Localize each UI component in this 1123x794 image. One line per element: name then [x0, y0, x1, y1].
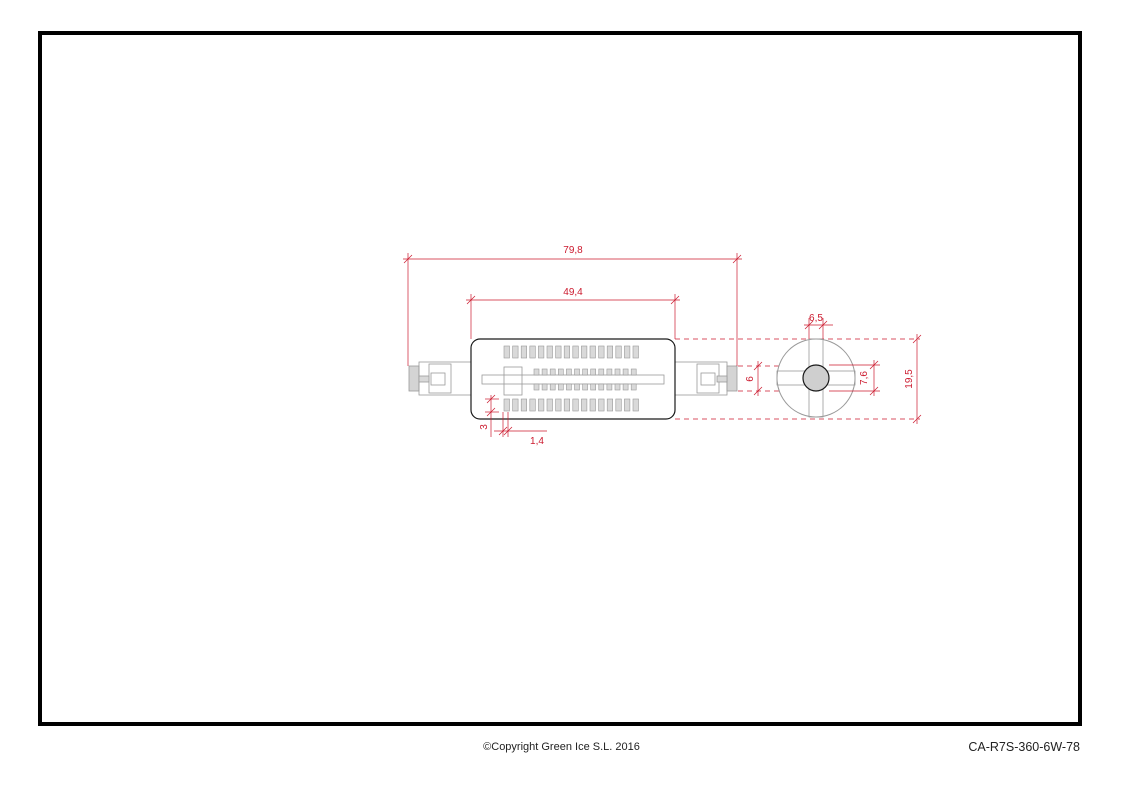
led-chip-center-lower — [557, 383, 564, 391]
led-chip-center-lower — [566, 383, 572, 391]
led-chip-center-upper — [598, 368, 605, 376]
lamp-side-view — [408, 338, 738, 420]
led-chip-center-lower — [533, 383, 540, 391]
led-chip-top — [598, 345, 605, 359]
led-chip-bottom — [589, 398, 596, 412]
dim-pin-spacing: 6 — [745, 376, 756, 382]
led-chip-top — [606, 345, 614, 359]
lamp-end-view — [776, 338, 856, 418]
led-chip-top — [503, 345, 510, 359]
led-chip-center-lower — [582, 383, 588, 391]
led-chip-bottom — [503, 398, 510, 412]
right-end-cap — [674, 361, 738, 396]
led-chip-bottom — [598, 398, 605, 412]
led-chip-bottom — [563, 398, 571, 412]
led-chip-top — [563, 345, 571, 359]
led-chip-center-upper — [606, 368, 613, 376]
drawing-frame — [38, 31, 1082, 726]
left-end-cap — [408, 361, 472, 396]
led-chip-bottom — [615, 398, 622, 412]
led-chip-top — [538, 345, 545, 359]
led-chip-center-upper — [533, 368, 540, 376]
dim-rib-width: 1,4 — [530, 436, 544, 447]
dim-rib-height: 3 — [479, 424, 490, 430]
led-chip-bottom — [512, 398, 519, 412]
led-chip-center-upper — [574, 368, 580, 376]
led-chip-center-upper — [590, 368, 597, 376]
led-chip-center-lower — [574, 383, 580, 391]
projection-lines — [675, 338, 920, 420]
led-chip-top — [512, 345, 519, 359]
led-chip-top — [589, 345, 596, 359]
led-chip-top — [520, 345, 528, 359]
led-chip-top — [632, 345, 639, 359]
dim-end-flat: 6,5 — [809, 313, 823, 324]
led-chip-center-lower — [622, 383, 629, 391]
led-rows — [503, 345, 639, 412]
led-chip-top — [529, 345, 536, 359]
end-view-contact — [802, 364, 830, 392]
led-chip-center-lower — [614, 383, 621, 391]
led-chip-bottom — [581, 398, 588, 412]
dim-overall-length: 79,8 — [563, 245, 583, 256]
led-chip-top — [581, 345, 588, 359]
led-chip-center-lower — [541, 383, 548, 391]
led-chip-bottom — [606, 398, 614, 412]
led-chip-top — [555, 345, 562, 359]
led-chip-center-upper — [557, 368, 564, 376]
led-chip-top — [546, 345, 553, 359]
part-code: CA-R7S-360-6W-78 — [968, 740, 1080, 754]
led-chip-bottom — [529, 398, 536, 412]
led-chip-center-lower — [630, 383, 637, 391]
led-chip-bottom — [538, 398, 545, 412]
led-chip-bottom — [572, 398, 579, 412]
led-chip-center-lower — [606, 383, 613, 391]
led-chip-center-upper — [582, 368, 588, 376]
dim-body-length: 49,4 — [563, 287, 583, 298]
center-bar — [481, 366, 665, 396]
dimension-lines — [403, 253, 922, 437]
copyright-notice: ©Copyright Green Ice S.L. 2016 — [483, 741, 640, 753]
led-chip-center-upper — [622, 368, 629, 376]
led-chip-center-lower — [590, 383, 597, 391]
dim-contact-diameter: 7,6 — [859, 371, 870, 385]
led-chip-top — [624, 345, 631, 359]
led-chip-top — [572, 345, 579, 359]
led-chip-bottom — [632, 398, 639, 412]
led-chip-center-lower — [598, 383, 605, 391]
led-chip-center-upper — [566, 368, 572, 376]
led-chip-bottom — [546, 398, 553, 412]
led-chip-bottom — [520, 398, 528, 412]
led-chip-center-upper — [614, 368, 621, 376]
led-chip-center-upper — [549, 368, 556, 376]
led-chip-bottom — [555, 398, 562, 412]
led-chip-bottom — [624, 398, 631, 412]
dim-outer-diameter: 19,5 — [904, 369, 915, 389]
led-chip-center-upper — [630, 368, 637, 376]
led-chip-center-upper — [541, 368, 548, 376]
led-chip-top — [615, 345, 622, 359]
led-chip-center-lower — [549, 383, 556, 391]
